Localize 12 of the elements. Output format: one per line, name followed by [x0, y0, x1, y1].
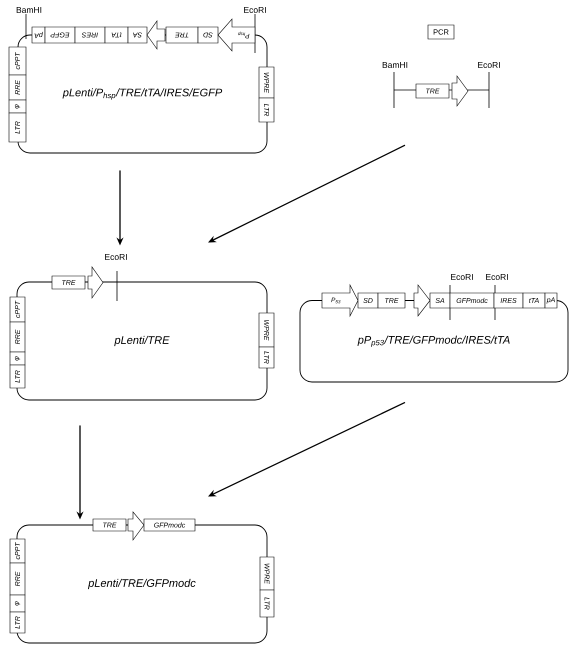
site-label: EcoRI — [451, 274, 473, 280]
site-label: EcoRI — [244, 7, 266, 13]
site-label: EcoRI — [478, 62, 500, 68]
promoter-block — [452, 75, 468, 107]
promoter-block — [88, 266, 104, 299]
promoter-block — [128, 511, 144, 541]
site-label: EcoRI — [486, 274, 508, 280]
promoter-block — [146, 20, 166, 50]
promoter-block — [414, 284, 430, 317]
site-label: EcoRI — [105, 254, 127, 260]
site-label: BamHI — [16, 7, 42, 13]
site-label: BamHI — [382, 62, 408, 68]
